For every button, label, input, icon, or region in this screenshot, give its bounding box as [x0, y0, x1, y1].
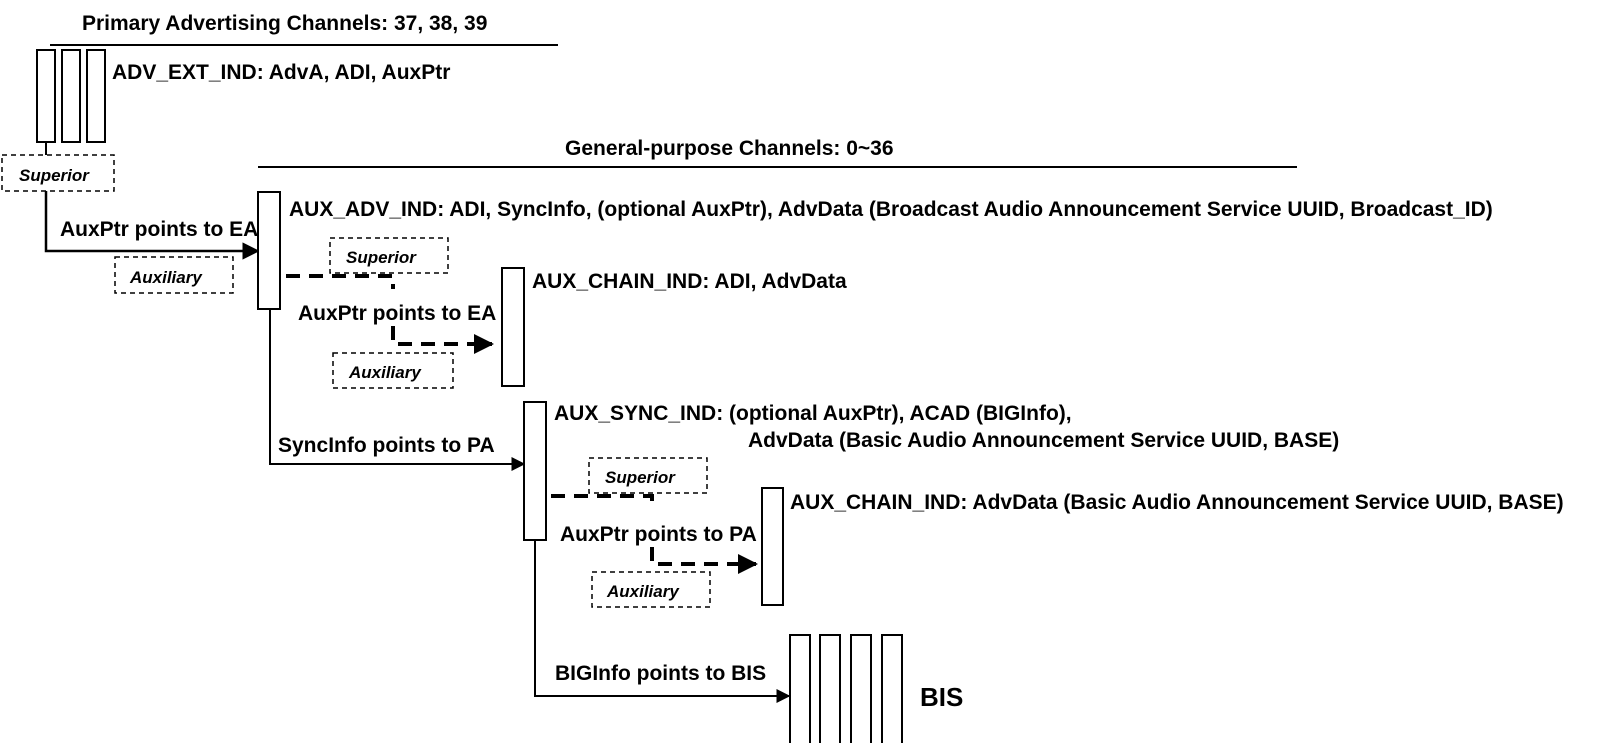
- aux-sync-to-superior-dashed: [551, 494, 654, 509]
- aux-adv-to-superior-dashed: [286, 274, 395, 289]
- superior-tag-1-box: [1, 154, 115, 192]
- aux-adv-ind-packet: [257, 191, 281, 310]
- auxptr-ea-1-arrow: [44, 191, 260, 260]
- aux-sync-ind-label-line2: AdvData (Basic Audio Announcement Servic…: [748, 429, 1339, 452]
- bis-packet-4: [881, 634, 903, 743]
- auxiliary-tag-2-box: [332, 352, 454, 389]
- auxptr-ea-2-label: AuxPtr points to EA: [298, 302, 496, 325]
- superior-tag-1: Superior: [19, 166, 90, 185]
- aux-chain-ind-2-label: AUX_CHAIN_IND: AdvData (Basic Audio Anno…: [790, 491, 1564, 514]
- adv-ext-ind-packet-37: [36, 49, 56, 143]
- bis-packet-3: [850, 634, 872, 743]
- bis-label: BIS: [920, 682, 963, 712]
- auxiliary-tag-3: Auxiliary: [606, 582, 680, 601]
- bis-packet-1: [789, 634, 811, 743]
- auxiliary-tag-1: Auxiliary: [129, 268, 203, 287]
- biginfo-bis-arrow: [534, 540, 791, 703]
- auxptr-pa-arrow: [650, 547, 758, 574]
- syncinfo-pa-arrow: [269, 309, 526, 471]
- superior-tag-3: Superior: [605, 468, 676, 487]
- adv-ext-ind-packet-39: [86, 49, 106, 143]
- auxiliary-tag-3-box: [591, 571, 711, 608]
- bis-packet-2: [819, 634, 841, 743]
- superior-tag-2: Superior: [346, 248, 417, 267]
- auxptr-pa-label: AuxPtr points to PA: [560, 523, 757, 546]
- adv-ext-ind-label: ADV_EXT_IND: AdvA, ADI, AuxPtr: [112, 61, 450, 84]
- aux-adv-ind-label: AUX_ADV_IND: ADI, SyncInfo, (optional Au…: [289, 198, 1493, 221]
- adv-ext-ind-packet-38: [61, 49, 81, 143]
- general-channels-heading: General-purpose Channels: 0~36: [565, 137, 894, 160]
- aux-chain-ind-1-packet: [501, 267, 525, 387]
- primary-channels-heading: Primary Advertising Channels: 37, 38, 39: [82, 12, 487, 35]
- syncinfo-pa-label: SyncInfo points to PA: [278, 434, 495, 457]
- aux-sync-ind-label-line1: AUX_SYNC_IND: (optional AuxPtr), ACAD (B…: [554, 402, 1072, 425]
- biginfo-bis-label: BIGInfo points to BIS: [555, 662, 766, 685]
- auxiliary-tag-2: Auxiliary: [348, 363, 422, 382]
- aux-chain-ind-1-label: AUX_CHAIN_IND: ADI, AdvData: [532, 270, 847, 293]
- superior-tag-3-box: [588, 457, 708, 494]
- aux-chain-ind-2-packet: [761, 487, 784, 606]
- auxptr-ea-2-arrow: [391, 326, 494, 354]
- aux-sync-ind-packet: [523, 401, 547, 541]
- auxptr-ea-1-label: AuxPtr points to EA: [60, 218, 258, 241]
- auxiliary-tag-1-box: [114, 256, 234, 294]
- superior-tag-2-box: [329, 237, 449, 274]
